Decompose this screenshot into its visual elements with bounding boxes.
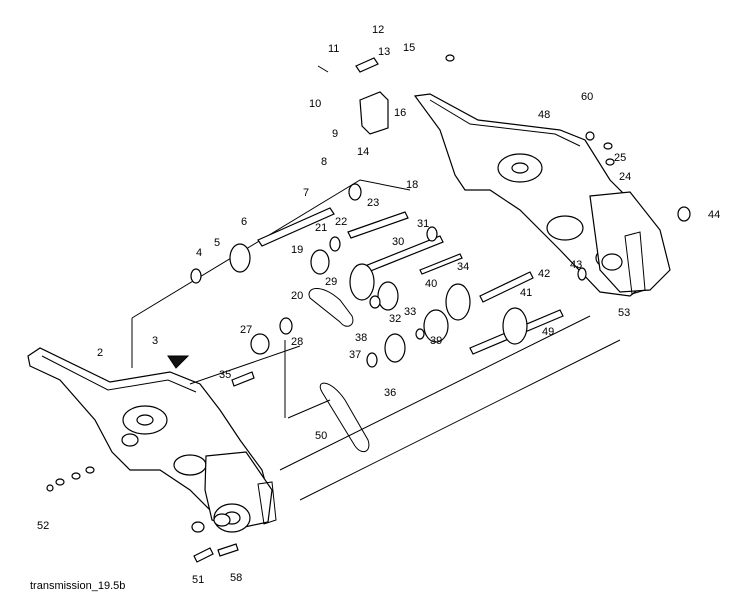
part-label-58: 58	[230, 572, 242, 584]
part-label-19: 19	[291, 244, 303, 256]
part-label-13: 13	[378, 46, 390, 58]
part-label-33: 33	[404, 306, 416, 318]
part-label-15: 15	[403, 42, 415, 54]
part-label-20: 20	[291, 290, 303, 302]
gears	[190, 183, 587, 368]
part-label-40: 40	[425, 278, 437, 290]
part-label-34: 34	[457, 261, 469, 273]
part-label-11: 11	[328, 43, 339, 55]
part-label-37: 37	[349, 349, 361, 361]
part-label-28: 28	[291, 336, 303, 348]
part-label-44: 44	[708, 209, 720, 221]
part-label-60: 60	[581, 91, 593, 103]
part-label-49: 49	[542, 326, 554, 338]
part-label-52: 52	[37, 520, 49, 532]
part-label-7: 7	[303, 187, 309, 199]
hardware	[46, 54, 691, 563]
part-label-35: 35	[219, 369, 231, 381]
part-label-10: 10	[309, 98, 321, 110]
part-label-50: 50	[315, 430, 327, 442]
part-label-22: 22	[335, 216, 347, 228]
part-label-41: 41	[520, 287, 532, 299]
part-label-6: 6	[241, 216, 247, 228]
part-label-16: 16	[394, 107, 406, 119]
drive-chain	[308, 288, 370, 453]
part-label-12: 12	[372, 24, 384, 36]
part-label-39: 39	[430, 335, 442, 347]
part-label-5: 5	[214, 237, 220, 249]
part-label-53: 53	[618, 307, 630, 319]
part-label-51: 51	[192, 574, 204, 586]
part-label-42: 42	[538, 268, 550, 280]
part-label-36: 36	[384, 387, 396, 399]
housing-outline	[131, 179, 621, 501]
part-label-27: 27	[240, 324, 252, 336]
part-label-23: 23	[367, 197, 379, 209]
part-label-9: 9	[332, 128, 338, 140]
part-label-4: 4	[196, 247, 202, 259]
part-label-21: 21	[315, 222, 327, 234]
diagram-caption: transmission_19.5b	[30, 580, 126, 592]
part-label-32: 32	[389, 313, 401, 325]
part-label-48: 48	[538, 109, 550, 121]
part-label-3: 3	[152, 335, 158, 347]
part-label-2: 2	[97, 347, 103, 359]
part-label-31: 31	[417, 218, 429, 230]
part-label-38: 38	[355, 332, 367, 344]
part-label-24: 24	[619, 171, 631, 183]
part-label-8: 8	[321, 156, 327, 168]
part-label-14: 14	[357, 146, 369, 158]
part-label-30: 30	[392, 236, 404, 248]
left-side-plate	[27, 347, 277, 533]
part-label-29: 29	[325, 276, 337, 288]
part-label-25: 25	[614, 152, 626, 164]
part-label-43: 43	[570, 259, 582, 271]
right-side-plate	[413, 93, 671, 297]
part-label-18: 18	[406, 179, 418, 191]
